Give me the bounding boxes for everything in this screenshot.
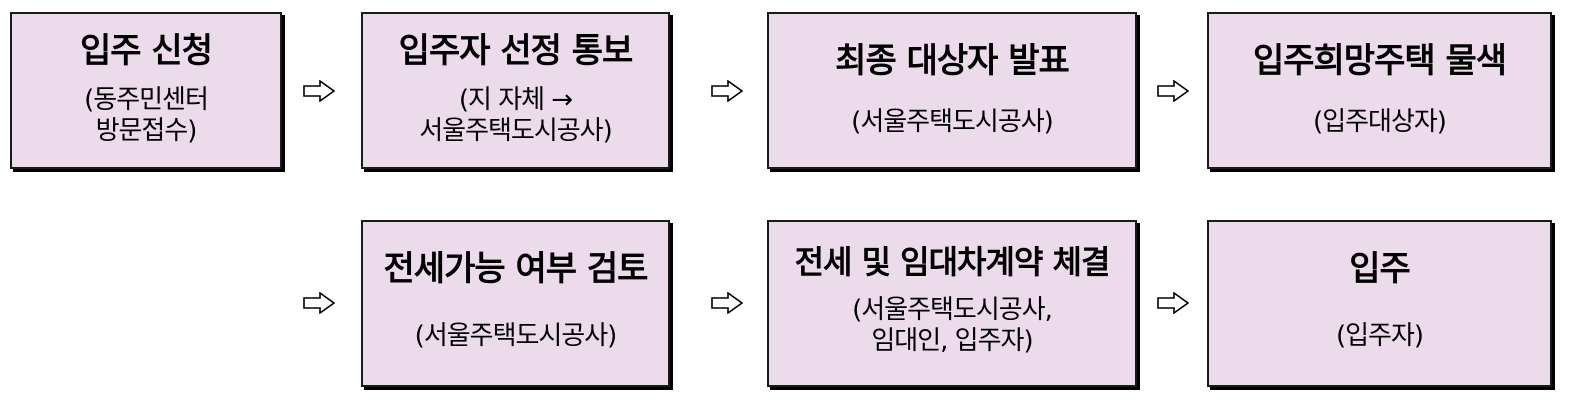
step-title-5: 전세가능 여부 검토 [383, 249, 649, 289]
hollow-right-arrow-icon [303, 80, 335, 102]
step-box-3: 최종 대상자 발표 (서울주택도시공사) [767, 12, 1137, 169]
step-sub-6: (서울주택도시공사, 임대인, 입주자) [852, 294, 1053, 356]
step-sub-4: (입주대상자) [1313, 107, 1447, 138]
step-title-7: 입주 [1349, 249, 1411, 289]
step-box-7: 입주 (입주자) [1207, 220, 1552, 387]
step-sub-7: (입주자) [1335, 321, 1424, 352]
hollow-right-arrow-icon [1157, 292, 1189, 314]
hollow-right-arrow-icon [303, 292, 335, 314]
step-title-2: 입주자 선정 통보 [398, 31, 634, 71]
step-title-6: 전세 및 임대차계약 체결 [794, 243, 1111, 281]
hollow-right-arrow-icon [1157, 80, 1189, 102]
step-title-3: 최종 대상자 발표 [835, 41, 1070, 81]
step-box-4: 입주희망주택 물색 (입주대상자) [1207, 12, 1552, 169]
step-sub-2: (지 자체 → 서울주택도시공사) [419, 85, 613, 147]
hollow-right-arrow-icon [711, 80, 743, 102]
step-box-2: 입주자 선정 통보 (지 자체 → 서울주택도시공사) [361, 12, 670, 169]
step-box-5: 전세가능 여부 검토 (서울주택도시공사) [361, 220, 670, 387]
step-box-6: 전세 및 임대차계약 체결 (서울주택도시공사, 임대인, 입주자) [767, 220, 1137, 387]
step-sub-3: (서울주택도시공사) [851, 107, 1054, 138]
step-title-1: 입주 신청 [80, 31, 213, 71]
hollow-right-arrow-icon [711, 292, 743, 314]
step-box-1: 입주 신청 (동주민센터 방문접수) [10, 12, 282, 169]
step-sub-1: (동주민센터 방문접수) [84, 85, 209, 147]
step-sub-5: (서울주택도시공사) [414, 321, 618, 352]
step-title-4: 입주희망주택 물색 [1252, 41, 1507, 81]
